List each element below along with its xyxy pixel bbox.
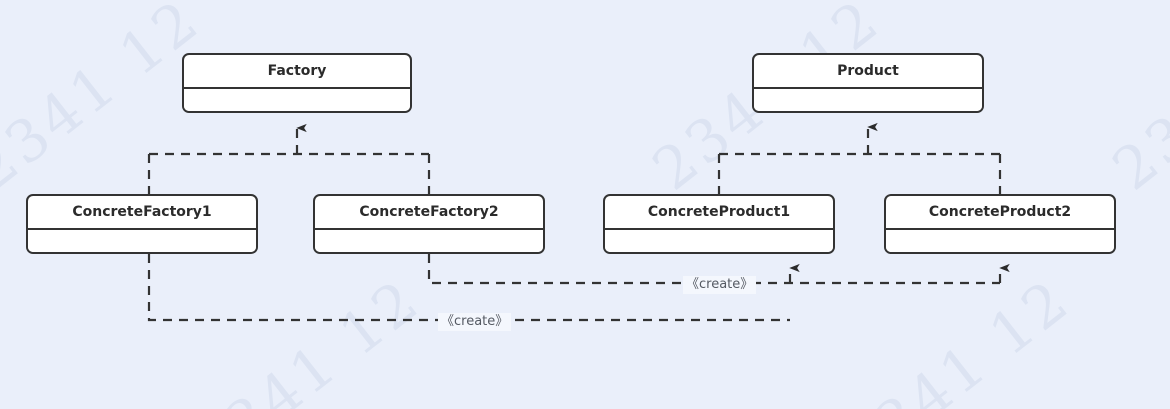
create-stereotype-label-upper: 《create》: [683, 276, 757, 294]
class-box-factory[interactable]: Factory: [182, 53, 412, 113]
class-attributes-factory: [184, 89, 410, 111]
class-box-concrete-product-2[interactable]: ConcreteProduct2: [884, 194, 1116, 254]
class-attributes-product: [754, 89, 982, 111]
generalization-factory-tree: [147, 123, 431, 194]
class-name-concrete-factory-2: ConcreteFactory2: [315, 196, 543, 230]
dependency-cf1-creates-cp2: [147, 254, 1010, 322]
class-name-product: Product: [754, 55, 982, 89]
dependency-path-lower: [147, 254, 790, 322]
generalization-product-tree: [717, 122, 1002, 194]
class-name-concrete-factory-1: ConcreteFactory1: [28, 196, 256, 230]
class-attributes-concrete-factory-2: [315, 230, 543, 252]
class-attributes-concrete-product-2: [886, 230, 1114, 252]
class-box-concrete-product-1[interactable]: ConcreteProduct1: [603, 194, 835, 254]
class-attributes-concrete-factory-1: [28, 230, 256, 252]
class-name-factory: Factory: [184, 55, 410, 89]
class-attributes-concrete-product-1: [605, 230, 833, 252]
class-name-concrete-product-2: ConcreteProduct2: [886, 196, 1114, 230]
create-stereotype-label-lower: 《create》: [438, 313, 512, 331]
dependency-cf2-creates-cp1: [427, 254, 1000, 285]
class-box-product[interactable]: Product: [752, 53, 984, 113]
class-box-concrete-factory-2[interactable]: ConcreteFactory2: [313, 194, 545, 254]
class-name-concrete-product-1: ConcreteProduct1: [605, 196, 833, 230]
class-box-concrete-factory-1[interactable]: ConcreteFactory1: [26, 194, 258, 254]
